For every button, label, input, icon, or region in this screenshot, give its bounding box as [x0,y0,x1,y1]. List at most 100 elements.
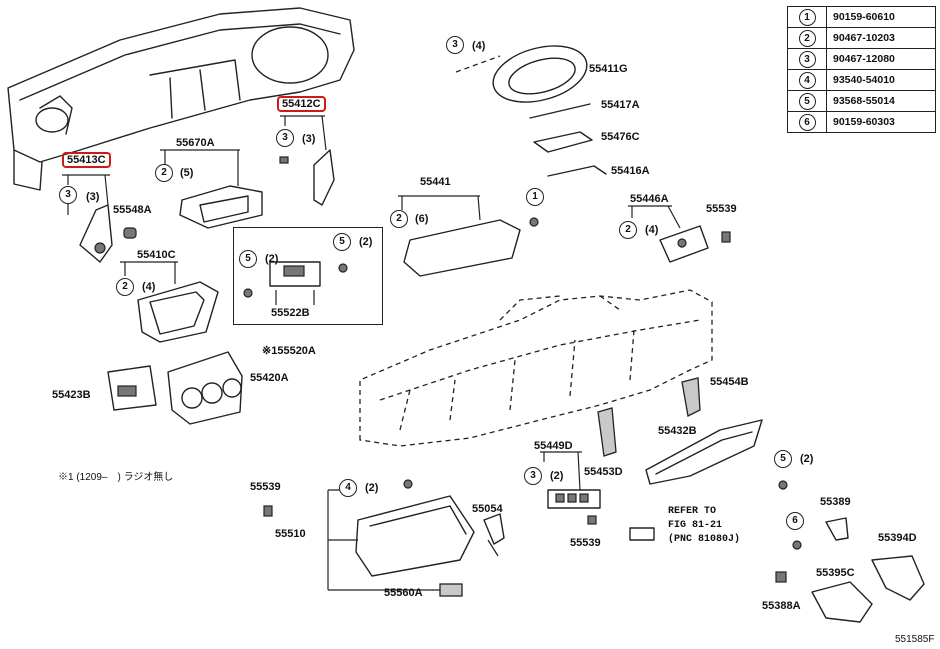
fastener-callout-2-switch-panel[interactable]: 2 [619,221,637,239]
qty-label: (2) [359,236,373,248]
part-label-55416a[interactable]: 55416A [611,165,650,177]
fastener-callout-3-low[interactable]: 3 [524,467,542,485]
legend-number: 5 [798,92,816,110]
part-55453d-drawing [597,407,617,457]
dash-upper-panel-drawing [7,7,355,191]
qty-label: (5) [180,167,194,179]
part-55423b-drawing [107,365,157,411]
fastener-callout-2-vent[interactable]: 2 [155,164,173,182]
part-label-55454b[interactable]: 55454B [710,376,749,388]
legend-row: 2 90467-10203 [787,27,936,49]
part-label-55476c[interactable]: 55476C [601,131,640,143]
qty-label: (4) [142,281,156,293]
part-55410c-drawing [137,281,219,343]
fastener-callout-2-bezel[interactable]: 2 [116,278,134,296]
part-label-155520a[interactable]: ※155520A [262,345,316,357]
part-label-55670a[interactable]: 55670A [176,137,215,149]
qty-label: (6) [415,213,429,225]
legend-part-code[interactable]: 93540-54010 [826,69,936,91]
part-55454b-drawing [681,377,701,417]
legend-number-cell: 3 [787,48,827,70]
fastener-callout-6[interactable]: 6 [786,512,804,530]
part-label-55389[interactable]: 55389 [820,496,851,508]
legend-number: 1 [798,8,816,26]
fastener-callout-3-mid[interactable]: 3 [276,129,294,147]
part-label-55394d[interactable]: 55394D [878,532,917,544]
part-label-55432b[interactable]: 55432B [658,425,697,437]
legend-number-cell: 4 [787,69,827,91]
part-label-55560a[interactable]: 55560A [384,587,423,599]
legend-part-code[interactable]: 90467-10203 [826,27,936,49]
part-55449d-drawing [547,489,601,509]
legend-number: 3 [798,50,816,68]
refer-note-line-1: REFER TO [668,506,717,517]
legend-number: 6 [798,113,816,131]
fastener-callout-5-low[interactable]: 5 [774,450,792,468]
legend-row: 6 90159-60303 [787,111,936,133]
qty-label: (2) [800,453,814,465]
fastener-callout-3-top[interactable]: 3 [446,36,464,54]
legend-part-code[interactable]: 90159-60303 [826,111,936,133]
fastener-callout-5-left[interactable]: 5 [239,250,257,268]
part-55411g-drawing [492,45,588,103]
part-label-55410c[interactable]: 55410C [137,249,176,261]
part-55389-drawing [825,517,849,541]
legend-part-code[interactable]: 90467-12080 [826,48,936,70]
part-55420a-drawing [167,351,243,425]
part-label-55413c[interactable]: 55413C [62,152,111,168]
legend-row: 1 90159-60610 [787,6,936,28]
part-label-55420a[interactable]: 55420A [250,372,289,384]
part-label-55395c[interactable]: 55395C [816,567,855,579]
part-55413c-drawing [79,204,113,263]
part-55432b-drawing [645,419,763,485]
part-55416a-drawing [547,165,607,177]
part-label-55423b[interactable]: 55423B [52,389,91,401]
part-55054-drawing [483,513,505,545]
option-group-box-55522b [233,227,383,325]
legend-row: 3 90467-12080 [787,48,936,70]
part-label-55417a[interactable]: 55417A [601,99,640,111]
part-55560a-drawing [439,583,463,597]
part-label-55449d[interactable]: 55449D [534,440,573,452]
qty-label: (2) [365,482,379,494]
footnote-radio: ※1 (1209– ) ラジオ無し [58,472,174,483]
legend-number-cell: 6 [787,111,827,133]
part-label-55054[interactable]: 55054 [472,503,503,515]
part-55417a-drawing [529,103,591,119]
part-55476c-drawing [533,131,593,153]
part-label-55510[interactable]: 55510 [275,528,306,540]
part-55395c-drawing [811,581,873,623]
part-55412c-drawing [313,149,335,206]
part-label-55539-top[interactable]: 55539 [706,203,737,215]
part-label-55453d[interactable]: 55453D [584,466,623,478]
part-55441-drawing [403,219,521,277]
legend-number-cell: 2 [787,27,827,49]
fastener-callout-2-upper-glove[interactable]: 2 [390,210,408,228]
part-label-55441[interactable]: 55441 [420,176,451,188]
part-55394d-drawing [871,555,925,601]
legend-part-code[interactable]: 90159-60610 [826,6,936,28]
part-label-55539-mid[interactable]: 55539 [570,537,601,549]
part-55510-drawing [355,495,475,577]
legend-number: 2 [798,29,816,47]
part-label-55446a[interactable]: 55446A [630,193,669,205]
fastener-callout-5-right[interactable]: 5 [333,233,351,251]
qty-label: (3) [86,191,100,203]
part-label-55411g[interactable]: 55411G [589,63,628,75]
part-label-55388a[interactable]: 55388A [762,600,801,612]
legend-part-code[interactable]: 93568-55014 [826,90,936,112]
legend-row: 5 93568-55014 [787,90,936,112]
fastener-callout-3-left[interactable]: 3 [59,186,77,204]
fastener-callout-1[interactable]: 1 [526,188,544,206]
part-label-55522b[interactable]: 55522B [271,307,310,319]
part-label-55548a[interactable]: 55548A [113,204,152,216]
part-55446a-drawing [659,225,709,263]
fastener-callout-4[interactable]: 4 [339,479,357,497]
refer-note-line-3: (PNC 81080J) [668,534,741,545]
part-label-55412c[interactable]: 55412C [277,96,326,112]
diagram-code: 551585F [895,634,935,645]
part-55670a-drawing [179,185,263,229]
part-label-55539-left[interactable]: 55539 [250,481,281,493]
